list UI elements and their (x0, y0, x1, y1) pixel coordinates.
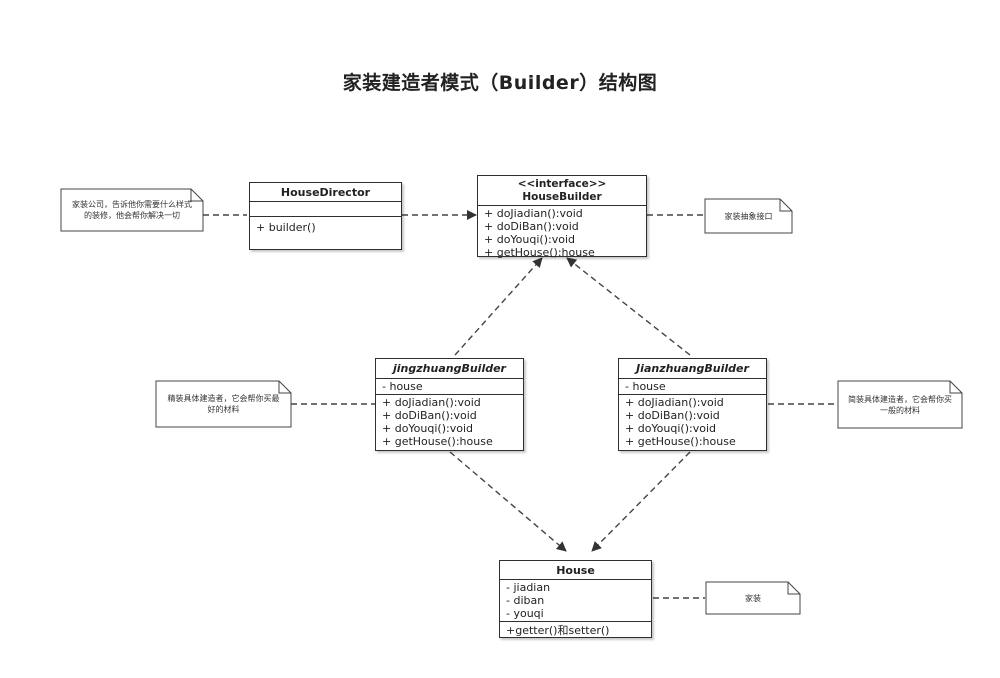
class-name: jingzhuangBuilder (376, 359, 523, 379)
method: + doYouqi():void (484, 233, 575, 246)
method: + builder() (256, 221, 316, 234)
class-jianzhuang-builder[interactable]: JianzhuangBuilder - house + doJiadian():… (618, 358, 767, 451)
methods-section: +getter()和setter() (500, 622, 651, 638)
note-interface: 家装抽象接口 (724, 211, 773, 221)
method: + doDiBan():void (484, 220, 579, 233)
jianzhuang-to-house-arrow (591, 451, 691, 552)
diagram-title: 家装建造者模式（Builder）结构图 (342, 72, 658, 94)
method: + getHouse():house (625, 435, 736, 448)
method: + getHouse():house (484, 246, 595, 259)
class-house-director[interactable]: HouseDirector + builder() (249, 182, 402, 250)
stereotype-label: <<interface>> (517, 178, 607, 190)
attributes-section (250, 202, 401, 217)
note-jianzhuang: 简装具体建造者，它会帮你买一般的材料 (848, 394, 952, 415)
attributes-section: - house (619, 379, 766, 395)
method: + doJiadian():void (625, 396, 724, 409)
note-director: 家装公司，告诉他你需要什么样式的装修，他会帮你解决一切 (72, 200, 192, 220)
jingzhuang-to-house-arrow (449, 451, 567, 552)
method: + doDiBan():void (625, 409, 720, 422)
class-name: House (500, 561, 651, 580)
methods-section: + doJiadian():void + doDiBan():void + do… (478, 206, 646, 260)
method: +getter()和setter() (506, 624, 610, 637)
methods-section: + doJiadian():void + doDiBan():void + do… (376, 395, 523, 449)
attribute: - house (382, 380, 423, 393)
note-house-shape (705, 581, 801, 615)
attributes-section: - jiadian - diban - youqi (500, 580, 651, 622)
method: + getHouse():house (382, 435, 493, 448)
attribute: - jiadian (506, 581, 551, 594)
method: + doYouqi():void (625, 422, 716, 435)
attribute: - youqi (506, 607, 544, 620)
note-house: 家装 (745, 593, 761, 603)
note-jingzhuang-shape (155, 380, 292, 428)
methods-section: + builder() (250, 217, 401, 235)
method: + doDiBan():void (382, 409, 477, 422)
interface-house-builder[interactable]: <<interface>> HouseBuilder + doJiadian()… (477, 175, 647, 260)
note-jingzhuang: 精装具体建造者，它会帮你买最好的材料 (167, 394, 280, 414)
class-house[interactable]: House - jiadian - diban - youqi +getter(… (499, 560, 652, 638)
attribute: - diban (506, 594, 545, 607)
method: + doYouqi():void (382, 422, 473, 435)
method: + doJiadian():void (382, 396, 481, 409)
method: + doJiadian():void (484, 207, 583, 220)
class-name: JianzhuangBuilder (619, 359, 766, 379)
class-jingzhuang-builder[interactable]: jingzhuangBuilder - house + doJiadian():… (375, 358, 524, 451)
class-name: HouseDirector (250, 183, 401, 202)
jianzhuang-implements-arrow (566, 257, 691, 356)
interface-name: HouseBuilder (522, 191, 602, 203)
note-interface-shape (704, 198, 793, 234)
note-director-shape (60, 188, 204, 232)
interface-header: <<interface>> HouseBuilder (478, 176, 646, 206)
methods-section: + doJiadian():void + doDiBan():void + do… (619, 395, 766, 449)
jingzhuang-implements-arrow (454, 257, 543, 356)
attribute: - house (625, 380, 666, 393)
attributes-section: - house (376, 379, 523, 395)
note-jianzhuang-shape (837, 380, 963, 429)
